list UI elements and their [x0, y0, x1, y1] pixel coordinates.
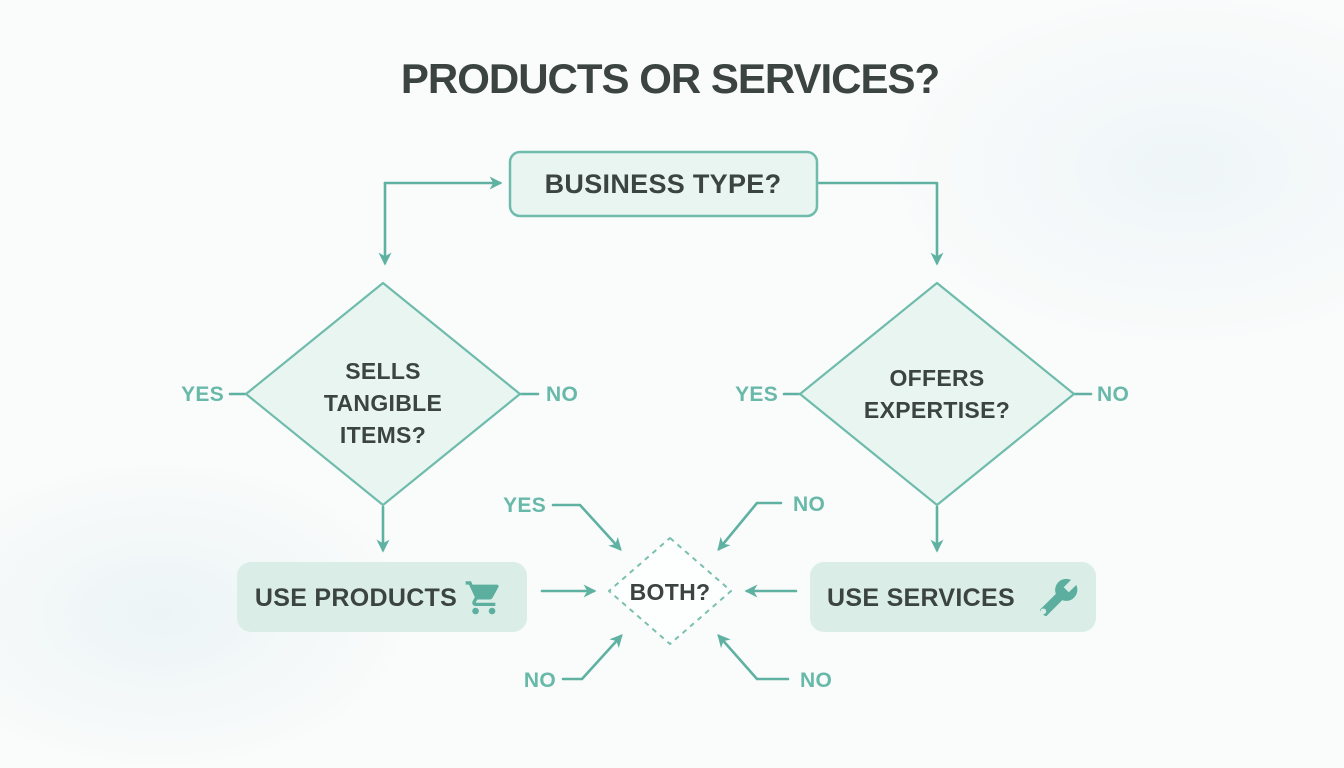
label-left-diamond-yes: YES: [181, 383, 224, 406]
use-services-label: USE SERVICES: [827, 584, 1015, 612]
edges: [228, 176, 1093, 681]
edge-no-bottom-right-to-both: [717, 634, 790, 681]
edge-yes-top-left-to-both: [551, 503, 622, 551]
label-right-diamond-yes: YES: [735, 383, 778, 406]
right-diamond-line-1: OFFERS: [889, 365, 984, 391]
left-diamond-line-3: ITEMS?: [340, 422, 426, 448]
both-diamond: [608, 537, 732, 645]
edge-business-type-to-right-diamond: [815, 181, 944, 266]
label-left-diamond-no: NO: [546, 383, 578, 406]
use-products-label: USE PRODUCTS: [255, 584, 457, 612]
shopping-cart-icon: [465, 581, 499, 615]
wrench-icon: [1039, 578, 1078, 617]
label-center-bottom-left-no: NO: [524, 669, 556, 692]
edge-no-bottom-left-to-both: [561, 634, 623, 681]
business-type-label: BUSINESS TYPE?: [545, 169, 782, 199]
sells-tangible-items-diamond: [244, 281, 522, 507]
right-diamond-line-2: EXPERTISE?: [864, 397, 1010, 423]
offers-expertise-diamond: [798, 281, 1076, 507]
label-right-diamond-no: NO: [1097, 383, 1129, 406]
label-center-top-right-no: NO: [793, 493, 825, 516]
both-label: BOTH?: [630, 579, 711, 605]
left-diamond-line-2: TANGIBLE: [324, 390, 442, 416]
use-products-box: [237, 562, 527, 632]
label-center-top-left-yes: YES: [503, 494, 546, 517]
left-diamond-line-1: SELLS: [345, 358, 421, 384]
label-center-bottom-right-no: NO: [800, 669, 832, 692]
use-services-box: [810, 562, 1096, 632]
business-type-box: [508, 150, 819, 218]
edge-no-top-right-to-both: [717, 501, 783, 552]
page-title: PRODUCTS OR SERVICES?: [401, 55, 939, 102]
